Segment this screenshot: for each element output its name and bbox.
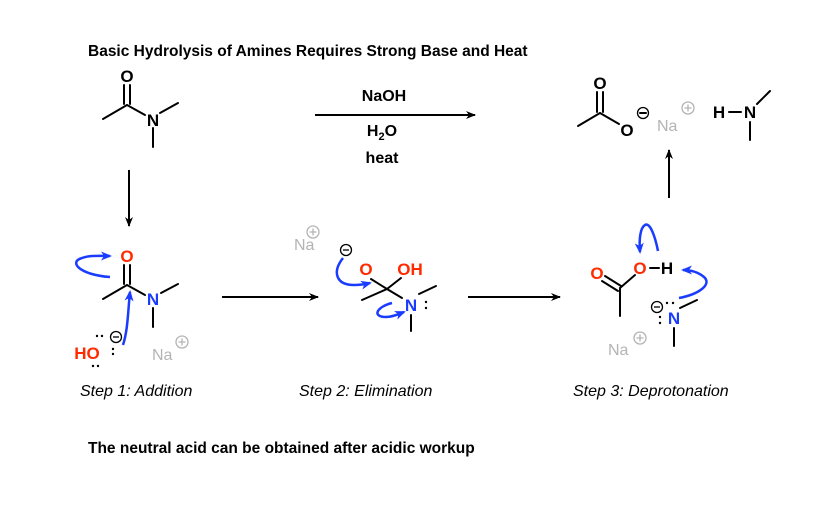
hydrogen-atom: H — [661, 259, 673, 278]
positive-charge-icon — [633, 331, 647, 345]
bond — [601, 280, 619, 292]
plus-sign — [309, 228, 317, 236]
oxygen-atom: O — [359, 260, 372, 279]
electron-push-arrow — [634, 223, 660, 254]
bond — [102, 104, 128, 120]
step3-structure: O O H N Na — [590, 223, 708, 359]
hydrogen-atom: H — [713, 103, 725, 122]
negative-charge-icon — [339, 243, 353, 257]
nitrogen-atom: N — [147, 290, 159, 309]
dimethylamine-product: H N — [713, 90, 771, 141]
electron-push-arrow — [121, 290, 134, 346]
positive-charge-icon — [306, 225, 320, 239]
negative-charge-icon — [650, 300, 664, 314]
positive-charge-icon — [175, 335, 189, 349]
hydroxyl-group: OH — [397, 260, 423, 279]
nitrogen-atom: N — [405, 296, 417, 315]
oxygen-atom: O — [593, 74, 606, 93]
nitrogen-atom: N — [147, 111, 159, 130]
solvent-label: H2O — [367, 123, 397, 143]
sodium-ion: Na — [294, 237, 315, 254]
sodium-ion: Na — [657, 118, 678, 135]
lone-pairs — [91, 334, 115, 368]
bond — [577, 112, 601, 127]
lone-pairs — [658, 301, 675, 325]
footer-note: The neutral acid can be obtained after a… — [88, 440, 475, 457]
lone-pairs — [424, 300, 428, 310]
bond — [160, 283, 179, 294]
temperature-label: heat — [366, 150, 400, 167]
hydroxide-ion: HO — [74, 344, 100, 363]
negative-charge-icon — [109, 330, 123, 344]
electron-push-arrow — [335, 257, 372, 290]
bond — [126, 284, 146, 296]
plus-sign — [636, 334, 644, 342]
amide-reactant: O N — [102, 67, 179, 148]
bond — [604, 275, 622, 287]
plus-sign — [178, 338, 186, 346]
step1-label: Step 1: Addition — [80, 383, 192, 400]
oxygen-atom: O — [120, 67, 133, 86]
bond — [126, 104, 146, 116]
bond — [159, 102, 179, 114]
electron-push-arrow — [678, 265, 708, 300]
electron-push-arrow — [75, 251, 112, 279]
oxygen-atom: O — [633, 259, 646, 278]
bond — [619, 274, 636, 289]
sodium-ion: Na — [608, 342, 629, 359]
step1-structure: O N HO Na — [74, 247, 189, 368]
bond — [370, 278, 388, 290]
bond — [386, 277, 402, 290]
nitrogen-atom: N — [668, 309, 680, 328]
positive-charge-icon — [681, 101, 695, 115]
bond — [599, 112, 620, 125]
bond — [361, 288, 388, 301]
oxygen-atom: O — [590, 264, 603, 283]
bond — [102, 284, 128, 300]
step2-label: Step 2: Elimination — [299, 383, 433, 400]
sodium-ion: Na — [152, 347, 173, 364]
oxygen-atom: O — [120, 247, 133, 266]
electron-push-arrow — [376, 301, 406, 320]
diagram-title: Basic Hydrolysis of Amines Requires Stro… — [88, 43, 528, 60]
plus-sign — [684, 104, 692, 112]
nitrogen-atom: N — [744, 103, 756, 122]
step2-structure: Na O OH N — [294, 225, 437, 332]
bond — [756, 90, 771, 105]
negative-charge-icon — [636, 106, 650, 120]
acetate-product: O O Na — [577, 74, 695, 140]
oxygen-atom: O — [620, 121, 633, 140]
bond — [418, 285, 437, 295]
reagent-label: NaOH — [362, 88, 406, 105]
step3-label: Step 3: Deprotonation — [573, 383, 729, 400]
bond — [386, 288, 403, 299]
bond — [679, 299, 698, 309]
